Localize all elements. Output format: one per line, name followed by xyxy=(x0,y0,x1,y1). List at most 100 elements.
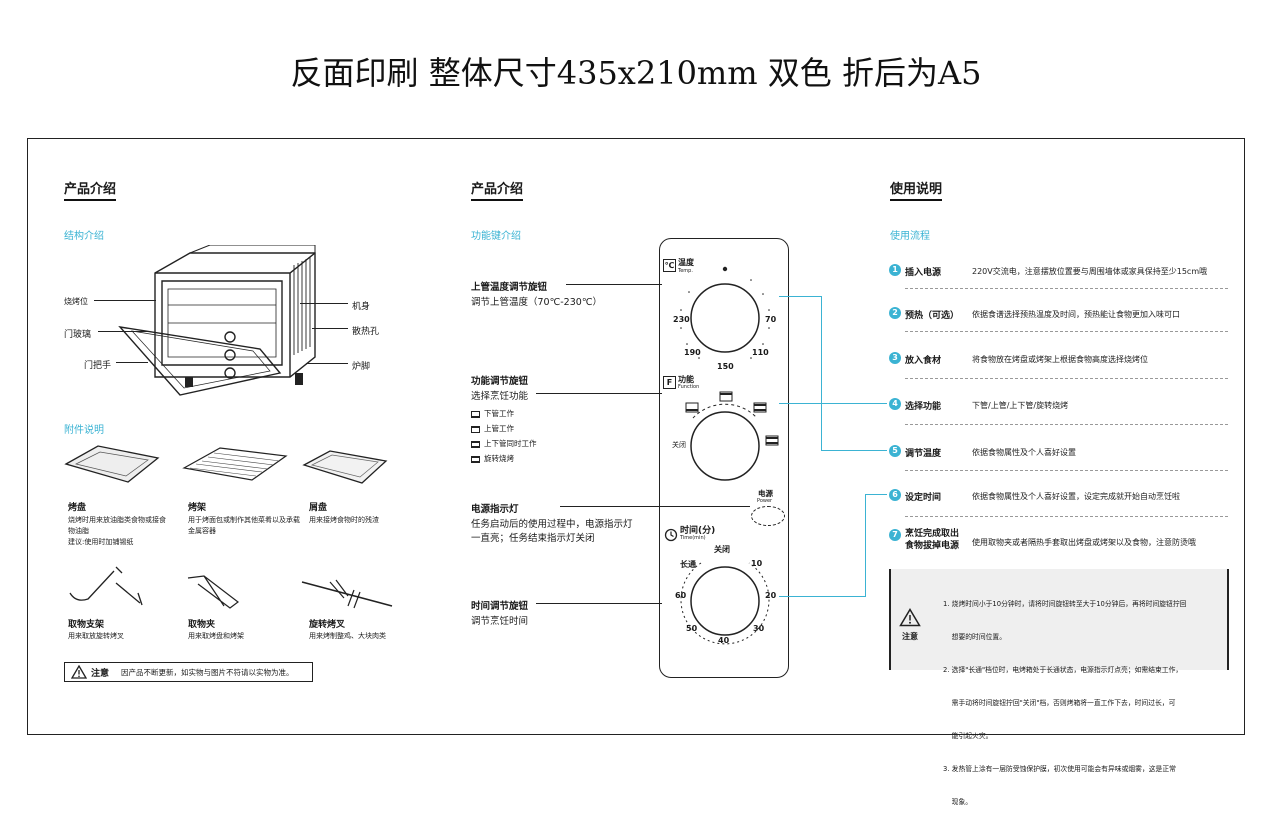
divider xyxy=(905,378,1228,379)
accessory-desc: 用来取烤盘和烤架 xyxy=(188,632,244,640)
label-rack-position: 烧烤位 xyxy=(64,297,88,306)
function-keys-title: 功能键介绍 xyxy=(471,231,521,242)
time-mark: 60 xyxy=(675,591,687,600)
rotisserie-icon xyxy=(471,455,480,463)
divider xyxy=(905,331,1228,332)
function-off-mark: 关闭 xyxy=(672,441,686,449)
warning-line: 需手动将时间旋钮拧回"关闭"档，否则烤箱将一直工作下去，时间过长，可 xyxy=(943,699,1176,707)
leader-line xyxy=(98,331,148,332)
temp-mark: 230 xyxy=(673,315,690,324)
temp-mark: 190 xyxy=(684,348,701,357)
warning-icon xyxy=(899,608,921,627)
accessory-name: 取物夹 xyxy=(188,620,216,630)
usage-flow-title: 使用流程 xyxy=(890,231,930,242)
leader-line xyxy=(94,300,156,301)
step-desc: 使用取物夹或者隔热手套取出烤盘或烤架以及食物，注意防烫哦 xyxy=(972,538,1196,547)
warning-line: 2. 选择"长通"档位时，电烤箱处于长通状态，电源指示灯点亮；如需结束工作， xyxy=(943,666,1183,674)
warning-line: 1. 烧烤时间小于10分钟时，请将时间旋钮转至大于10分钟后，再将时间旋钮拧回 xyxy=(943,600,1187,608)
accessory-name: 烤盘 xyxy=(68,503,87,513)
divider xyxy=(905,516,1228,517)
time-mark: 40 xyxy=(718,636,730,645)
power-label-en: Power xyxy=(757,498,773,504)
step-number: 3 xyxy=(889,352,901,364)
step-number: 7 xyxy=(889,529,901,541)
time-mark: 20 xyxy=(765,591,777,600)
accessory-desc: 烧烤时用来放油脂类食物或接食物油脂 建议:使用时加铺锡纸 xyxy=(68,516,166,546)
accessory-name: 屑盘 xyxy=(309,503,328,513)
step-number: 2 xyxy=(889,307,901,319)
notice-box xyxy=(64,662,313,682)
function-knob[interactable] xyxy=(669,388,781,500)
connector-line xyxy=(865,494,866,597)
time-mark: 关闭 xyxy=(714,545,730,554)
step-title: 烹饪完成取出 食物拔掉电源 xyxy=(905,529,960,551)
step-desc: 依据食物属性及个人喜好设置，设定完成就开始自动烹饪啦 xyxy=(972,492,1180,501)
step-title: 选择功能 xyxy=(905,402,942,412)
warning-text: 1. 烧烤时间小于10分钟时，请将时间旋钮转至大于10分钟后，再将时间旋钮拧回 … xyxy=(943,577,1186,819)
label-door-glass: 门玻璃 xyxy=(64,330,92,340)
control-panel xyxy=(659,238,789,678)
leader-line xyxy=(116,362,148,363)
col3-heading: 使用说明 xyxy=(890,178,943,201)
step-number: 5 xyxy=(889,445,901,457)
temperature-knob[interactable] xyxy=(669,262,781,374)
temp-label-en: Temp. xyxy=(678,268,693,274)
content-frame xyxy=(27,138,1245,735)
accessory-name: 旋转烤叉 xyxy=(309,620,346,630)
step-number: 6 xyxy=(889,489,901,501)
time-label: 时间(分) xyxy=(680,526,716,536)
leader-line xyxy=(536,393,662,394)
warning-line: 能引起火灾。 xyxy=(943,732,993,740)
function-knob-title: 功能调节旋钮 xyxy=(471,376,529,387)
step-desc: 依据食谱选择预热温度及时间，预热能让食物更加入味可口 xyxy=(972,310,1180,319)
warning-line: 现象。 xyxy=(943,798,973,806)
step-title: 放入食材 xyxy=(905,356,942,366)
step-title: 预热（可选） xyxy=(905,311,960,321)
label-door-handle: 门把手 xyxy=(84,361,112,371)
leader-line xyxy=(536,603,662,604)
warning-line: 3. 发热管上涂有一层防受蚀保护膜，初次使用可能会有异味或烟雾，这是正常 xyxy=(943,765,1176,773)
time-label-en: Time(min) xyxy=(680,535,706,541)
connector-line xyxy=(821,296,822,450)
power-light-desc: 一直亮；任务结束指示灯关闭 xyxy=(471,533,595,544)
function-label: 功能 xyxy=(678,375,694,384)
connector-line xyxy=(779,596,865,597)
accessory-name: 取物支架 xyxy=(68,620,105,630)
power-light-title: 电源指示灯 xyxy=(471,504,519,515)
function-icon: F xyxy=(663,376,676,389)
connector-line xyxy=(865,494,887,495)
time-mark: 50 xyxy=(686,624,698,633)
function-item: 上管工作 xyxy=(471,423,514,434)
temp-mark: 70 xyxy=(765,315,777,324)
step-number: 4 xyxy=(889,398,901,410)
time-mark: 长通 xyxy=(680,560,696,569)
baking-tray-image xyxy=(64,445,160,483)
clock-icon xyxy=(664,528,678,542)
tray-clip-image xyxy=(187,575,239,609)
label-foot: 炉脚 xyxy=(352,362,371,372)
connector-line xyxy=(779,403,887,404)
temp-knob-desc: 调节上管温度（70℃-230℃） xyxy=(471,297,602,308)
warning-icon xyxy=(71,665,87,679)
rotisserie-fork-image xyxy=(301,579,393,609)
col2-heading: 产品介绍 xyxy=(471,178,524,201)
structure-title: 结构介绍 xyxy=(64,231,104,242)
page-title: 反面印刷 整体尺寸435x210mm 双色 折后为A5 xyxy=(290,54,982,92)
step-title: 插入电源 xyxy=(905,268,942,278)
crumb-tray-image xyxy=(302,450,388,484)
step-desc: 下管/上管/上下管/旋转烧烤 xyxy=(972,401,1069,410)
power-indicator-light xyxy=(751,506,785,526)
leader-line xyxy=(300,303,348,304)
timer-knob[interactable] xyxy=(669,543,781,655)
time-mark: 30 xyxy=(753,624,765,633)
notice-label: 注意 xyxy=(91,669,110,679)
function-item: 上下管同时工作 xyxy=(471,438,537,449)
connector-line xyxy=(821,450,887,451)
connector-line xyxy=(779,296,821,297)
accessory-desc: 用来烤制整鸡、大块肉类 xyxy=(309,632,386,640)
label-vent: 散热孔 xyxy=(352,327,380,337)
accessory-desc: 用于烤面包或制作其他菜肴以及承载金属容器 xyxy=(188,516,300,535)
divider xyxy=(905,424,1228,425)
accessory-name: 烤架 xyxy=(188,503,207,513)
function-item: 旋转烧烤 xyxy=(471,453,514,464)
